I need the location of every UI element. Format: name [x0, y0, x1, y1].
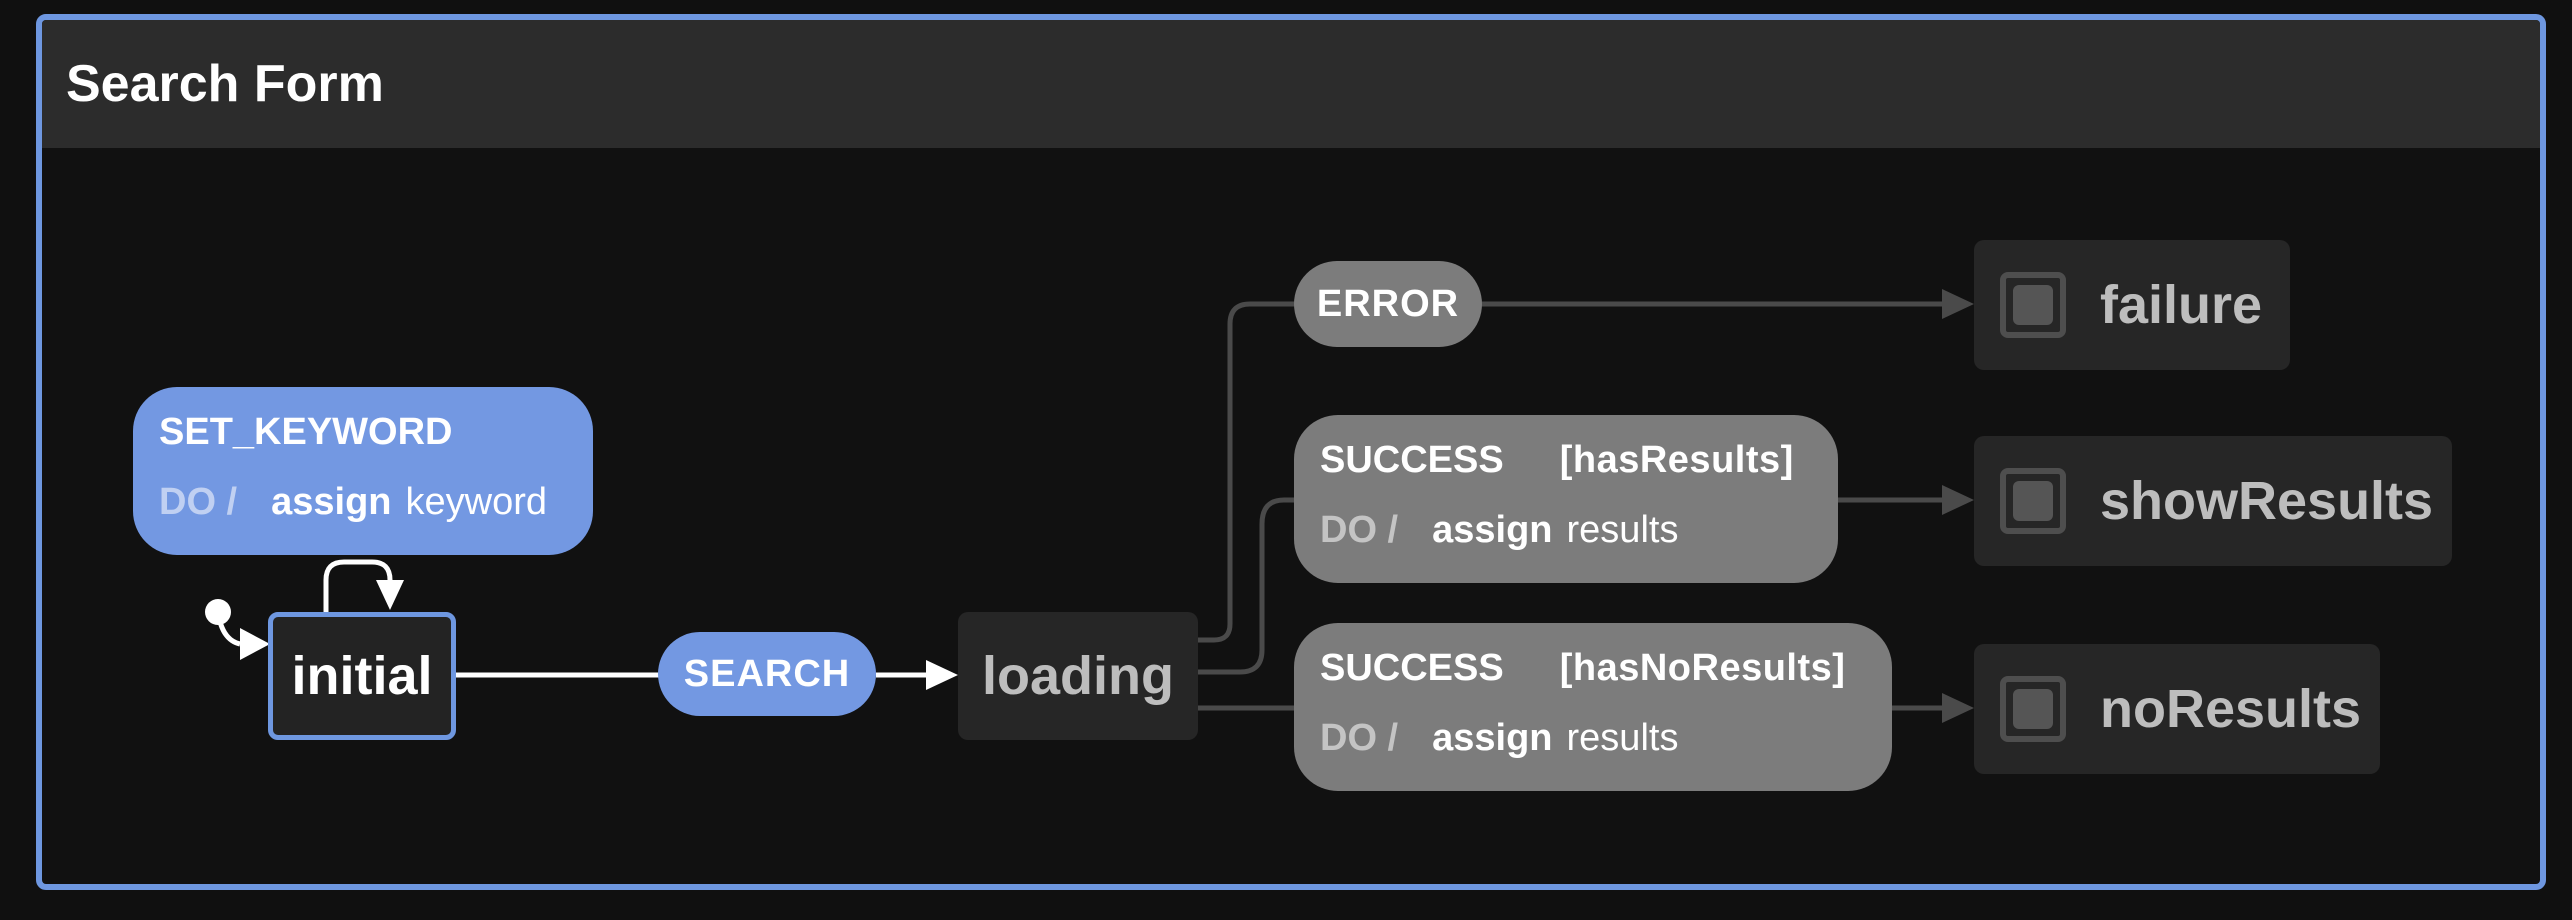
event-guard: [hasResults] — [1559, 438, 1794, 481]
self-loop-arrowhead — [376, 580, 404, 610]
event-name: SUCCESS — [1320, 646, 1504, 689]
final-state-icon — [2000, 272, 2066, 338]
edge-loading-error — [1198, 301, 1296, 643]
action-argument: keyword — [405, 480, 548, 523]
do-label: DO / — [1320, 508, 1399, 551]
machine-title: Search Form — [66, 55, 384, 113]
showresults-arrowhead — [1942, 485, 1974, 515]
event-success-has-results[interactable]: SUCCESS [hasResults] DO / assign results — [1294, 415, 1838, 583]
state-label: failure — [2100, 275, 2263, 335]
state-show-results[interactable]: showResults — [1974, 436, 2452, 566]
event-set-keyword[interactable]: SET_KEYWORD DO / assign keyword — [133, 387, 593, 555]
final-state-icon — [2000, 676, 2066, 742]
do-label: DO / — [1320, 716, 1399, 759]
do-label: DO / — [159, 480, 238, 523]
state-label: showResults — [2100, 471, 2434, 531]
failure-arrowhead — [1942, 289, 1974, 319]
action-argument: results — [1566, 716, 1679, 759]
state-label: noResults — [2100, 679, 2362, 739]
initial-marker-edge — [215, 611, 241, 647]
state-label: loading — [982, 646, 1174, 706]
event-name: SEARCH — [683, 652, 851, 695]
event-search[interactable]: SEARCH — [658, 632, 876, 716]
action-keyword: assign — [1432, 508, 1553, 551]
state-label: initial — [291, 646, 433, 706]
action-keyword: assign — [1432, 716, 1553, 759]
state-failure[interactable]: failure — [1974, 240, 2290, 370]
event-name: SUCCESS — [1320, 438, 1504, 481]
action-keyword: assign — [271, 480, 392, 523]
event-name: SET_KEYWORD — [159, 410, 453, 453]
final-state-icon — [2000, 468, 2066, 534]
self-loop-edge — [323, 559, 393, 612]
event-guard: [hasNoResults] — [1559, 646, 1846, 689]
edge-loading-success-has — [1198, 497, 1296, 675]
search-arrowhead — [926, 660, 958, 690]
state-initial[interactable]: initial — [268, 612, 456, 740]
state-loading[interactable]: loading — [958, 612, 1198, 740]
event-name: ERROR — [1316, 282, 1460, 325]
event-error[interactable]: ERROR — [1294, 261, 1482, 347]
noresults-arrowhead — [1942, 693, 1974, 723]
machine-header: Search Form — [42, 20, 2540, 148]
event-success-has-no-results[interactable]: SUCCESS [hasNoResults] DO / assign resul… — [1294, 623, 1892, 791]
state-no-results[interactable]: noResults — [1974, 644, 2380, 774]
initial-marker-arrowhead — [240, 628, 270, 660]
action-argument: results — [1566, 508, 1679, 551]
